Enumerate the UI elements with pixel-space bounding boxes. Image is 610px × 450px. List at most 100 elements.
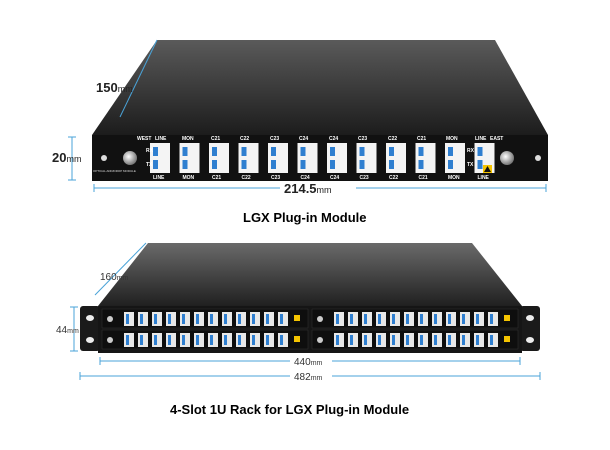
slot-connector bbox=[364, 314, 367, 324]
module-top-label: C24 bbox=[329, 136, 338, 142]
connector-blue bbox=[241, 160, 247, 169]
slot-connector bbox=[350, 335, 353, 345]
slot-connector bbox=[238, 314, 241, 324]
module-rx-label: RX bbox=[467, 148, 475, 154]
rack-caption: 4-Slot 1U Rack for LGX Plug-in Module bbox=[170, 402, 409, 417]
slot-connector bbox=[266, 314, 269, 324]
connector-blue bbox=[182, 147, 188, 156]
slot-connector bbox=[252, 335, 255, 345]
connector-blue bbox=[389, 160, 394, 169]
slot-screw bbox=[107, 337, 113, 343]
module-bottom-label: C23 bbox=[360, 175, 369, 181]
slot-connector bbox=[406, 314, 409, 324]
rack-ear-hole-left-top bbox=[86, 315, 94, 321]
connector-blue bbox=[330, 160, 335, 169]
slot-screw bbox=[107, 316, 113, 322]
slot-connector bbox=[420, 314, 423, 324]
slot-connector bbox=[378, 314, 381, 324]
slot-connector bbox=[182, 335, 185, 345]
module-top-label: WEST bbox=[137, 136, 151, 142]
connector-blue bbox=[271, 147, 276, 156]
module-top-label: MON bbox=[182, 136, 194, 142]
slot-connector bbox=[252, 314, 255, 324]
slot-connector bbox=[336, 314, 339, 324]
rack-depth-dim: 160mm bbox=[100, 272, 129, 283]
module-bottom-label: C23 bbox=[271, 175, 280, 181]
connector-blue bbox=[418, 147, 424, 156]
module-tx-label-left: TX bbox=[146, 162, 153, 168]
module-bottom-label: C22 bbox=[242, 175, 251, 181]
module-top-label: C24 bbox=[299, 136, 308, 142]
slot-connector bbox=[154, 314, 157, 324]
connector-blue bbox=[153, 147, 158, 156]
slot-connector bbox=[448, 314, 451, 324]
module-thumb-screw-right bbox=[500, 151, 514, 165]
slot-connector bbox=[224, 314, 227, 324]
slot-connector bbox=[490, 314, 493, 324]
module-width-dim-bg bbox=[280, 181, 356, 195]
laser-warning-icon bbox=[484, 166, 491, 172]
rack-outer-width-dim: 482mm bbox=[294, 372, 323, 383]
slot-connector bbox=[336, 335, 339, 345]
slot-connector bbox=[476, 314, 479, 324]
module-bottom-label: C24 bbox=[301, 175, 310, 181]
module-bottom-label: C21 bbox=[419, 175, 428, 181]
slot-connector bbox=[280, 314, 283, 324]
slot-connector bbox=[448, 335, 451, 345]
module-height-dim: 20mm bbox=[52, 150, 81, 165]
module-bottom-label: MON bbox=[448, 175, 460, 181]
slot-connector bbox=[182, 314, 185, 324]
connector-blue bbox=[477, 147, 483, 156]
module-tx-label: TX bbox=[467, 162, 474, 168]
slot-connector bbox=[462, 314, 465, 324]
rack-ear-hole-left-bottom bbox=[86, 337, 94, 343]
connector-blue bbox=[182, 160, 188, 169]
connector-blue bbox=[448, 147, 453, 156]
rack-ear-hole-right-bottom bbox=[526, 337, 534, 343]
slot-connector bbox=[392, 335, 395, 345]
module-bottom-label: LINE bbox=[478, 175, 490, 181]
slot-connector bbox=[266, 335, 269, 345]
slot-connector bbox=[490, 335, 493, 345]
connector-blue bbox=[300, 147, 306, 156]
slot-connector bbox=[462, 335, 465, 345]
slot-connector bbox=[126, 335, 129, 345]
connector-blue bbox=[477, 160, 483, 169]
connector-blue bbox=[389, 147, 394, 156]
connector-blue bbox=[212, 160, 217, 169]
module-bottom-label: LINE bbox=[153, 175, 165, 181]
module-top-label: C22 bbox=[240, 136, 249, 142]
slot-connector bbox=[476, 335, 479, 345]
module-top-surface bbox=[92, 40, 548, 135]
rack-ear-right bbox=[520, 306, 540, 351]
slot-screw bbox=[317, 316, 323, 322]
rack-1u: 160mm 44mm 440mm 482mm 4-Slot 1U Rack fo… bbox=[56, 242, 541, 417]
slot-connector bbox=[224, 335, 227, 345]
module-top-label-line: LINE bbox=[155, 136, 167, 142]
module-bottom-label: C22 bbox=[389, 175, 398, 181]
module-caption: LGX Plug-in Module bbox=[243, 210, 367, 225]
connector-blue bbox=[212, 147, 217, 156]
module-depth-dim: 150mm bbox=[96, 80, 133, 95]
rack-outer-width-bg bbox=[290, 369, 332, 381]
slot-connector bbox=[140, 314, 143, 324]
module-top-label: C21 bbox=[211, 136, 220, 142]
slot-warning-label bbox=[504, 336, 510, 342]
slot-connector bbox=[392, 314, 395, 324]
connector-blue bbox=[330, 147, 335, 156]
rack-top-surface bbox=[98, 243, 522, 306]
connector-blue bbox=[153, 160, 158, 169]
module-top-label: EAST bbox=[490, 136, 503, 142]
module-bottom-label: C24 bbox=[330, 175, 339, 181]
connector-blue bbox=[300, 160, 306, 169]
module-top-label: MON bbox=[446, 136, 458, 142]
module-small-label: OPTICAL ADD/DROP MODULE bbox=[93, 169, 136, 173]
slot-connector bbox=[420, 335, 423, 345]
slot-connector bbox=[196, 314, 199, 324]
slot-connector bbox=[434, 335, 437, 345]
slot-connector bbox=[406, 335, 409, 345]
